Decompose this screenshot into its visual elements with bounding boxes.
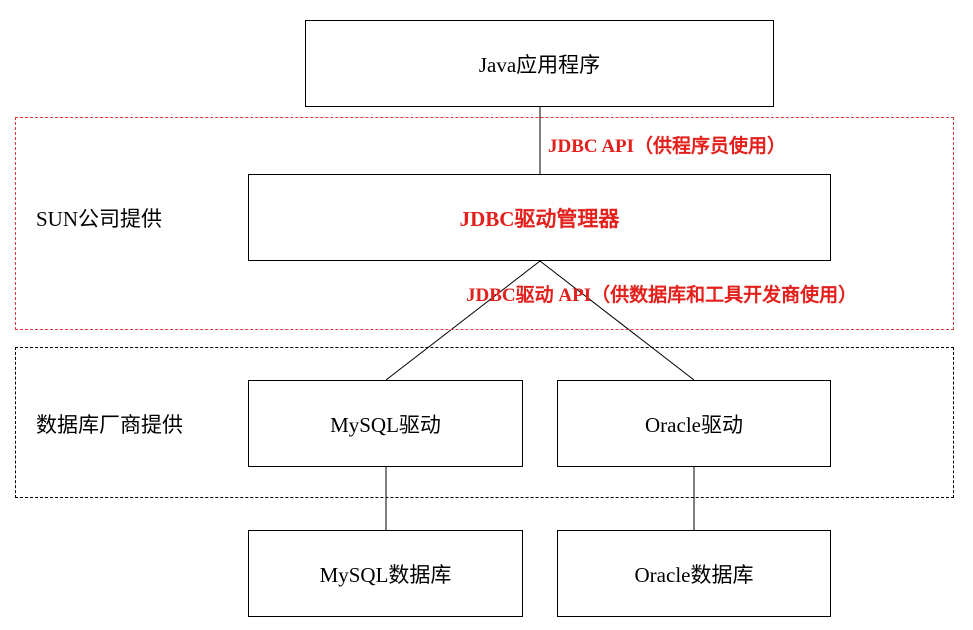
mysql-database-label: MySQL数据库 xyxy=(319,562,452,587)
oracle-database-box: Oracle数据库 xyxy=(557,530,831,617)
mysql-driver-box: MySQL驱动 xyxy=(248,380,523,467)
oracle-database-label: Oracle数据库 xyxy=(634,562,754,587)
oracle-driver-label: Oracle驱动 xyxy=(645,412,743,437)
vendor-group-label: 数据库厂商提供 xyxy=(36,413,183,437)
java-app-box: Java应用程序 xyxy=(305,20,774,107)
jdbc-api-label: JDBC API（供程序员使用） xyxy=(548,136,787,157)
driver-manager-box: JDBC驱动管理器 xyxy=(248,174,831,261)
driver-manager-label: JDBC驱动管理器 xyxy=(459,206,620,231)
driver-api-label: JDBC驱动 API（供数据库和工具开发商使用） xyxy=(466,285,858,306)
mysql-driver-label: MySQL驱动 xyxy=(330,412,441,437)
oracle-driver-box: Oracle驱动 xyxy=(557,380,831,467)
connector-manager-to-oracle-driver xyxy=(539,260,695,381)
mysql-database-box: MySQL数据库 xyxy=(248,530,523,617)
connector-manager-to-mysql-driver xyxy=(385,260,541,381)
sun-group-label: SUN公司提供 xyxy=(36,207,163,231)
sun-provided-group xyxy=(15,117,954,330)
java-app-label: Java应用程序 xyxy=(478,52,601,77)
vendor-provided-group xyxy=(15,347,954,498)
